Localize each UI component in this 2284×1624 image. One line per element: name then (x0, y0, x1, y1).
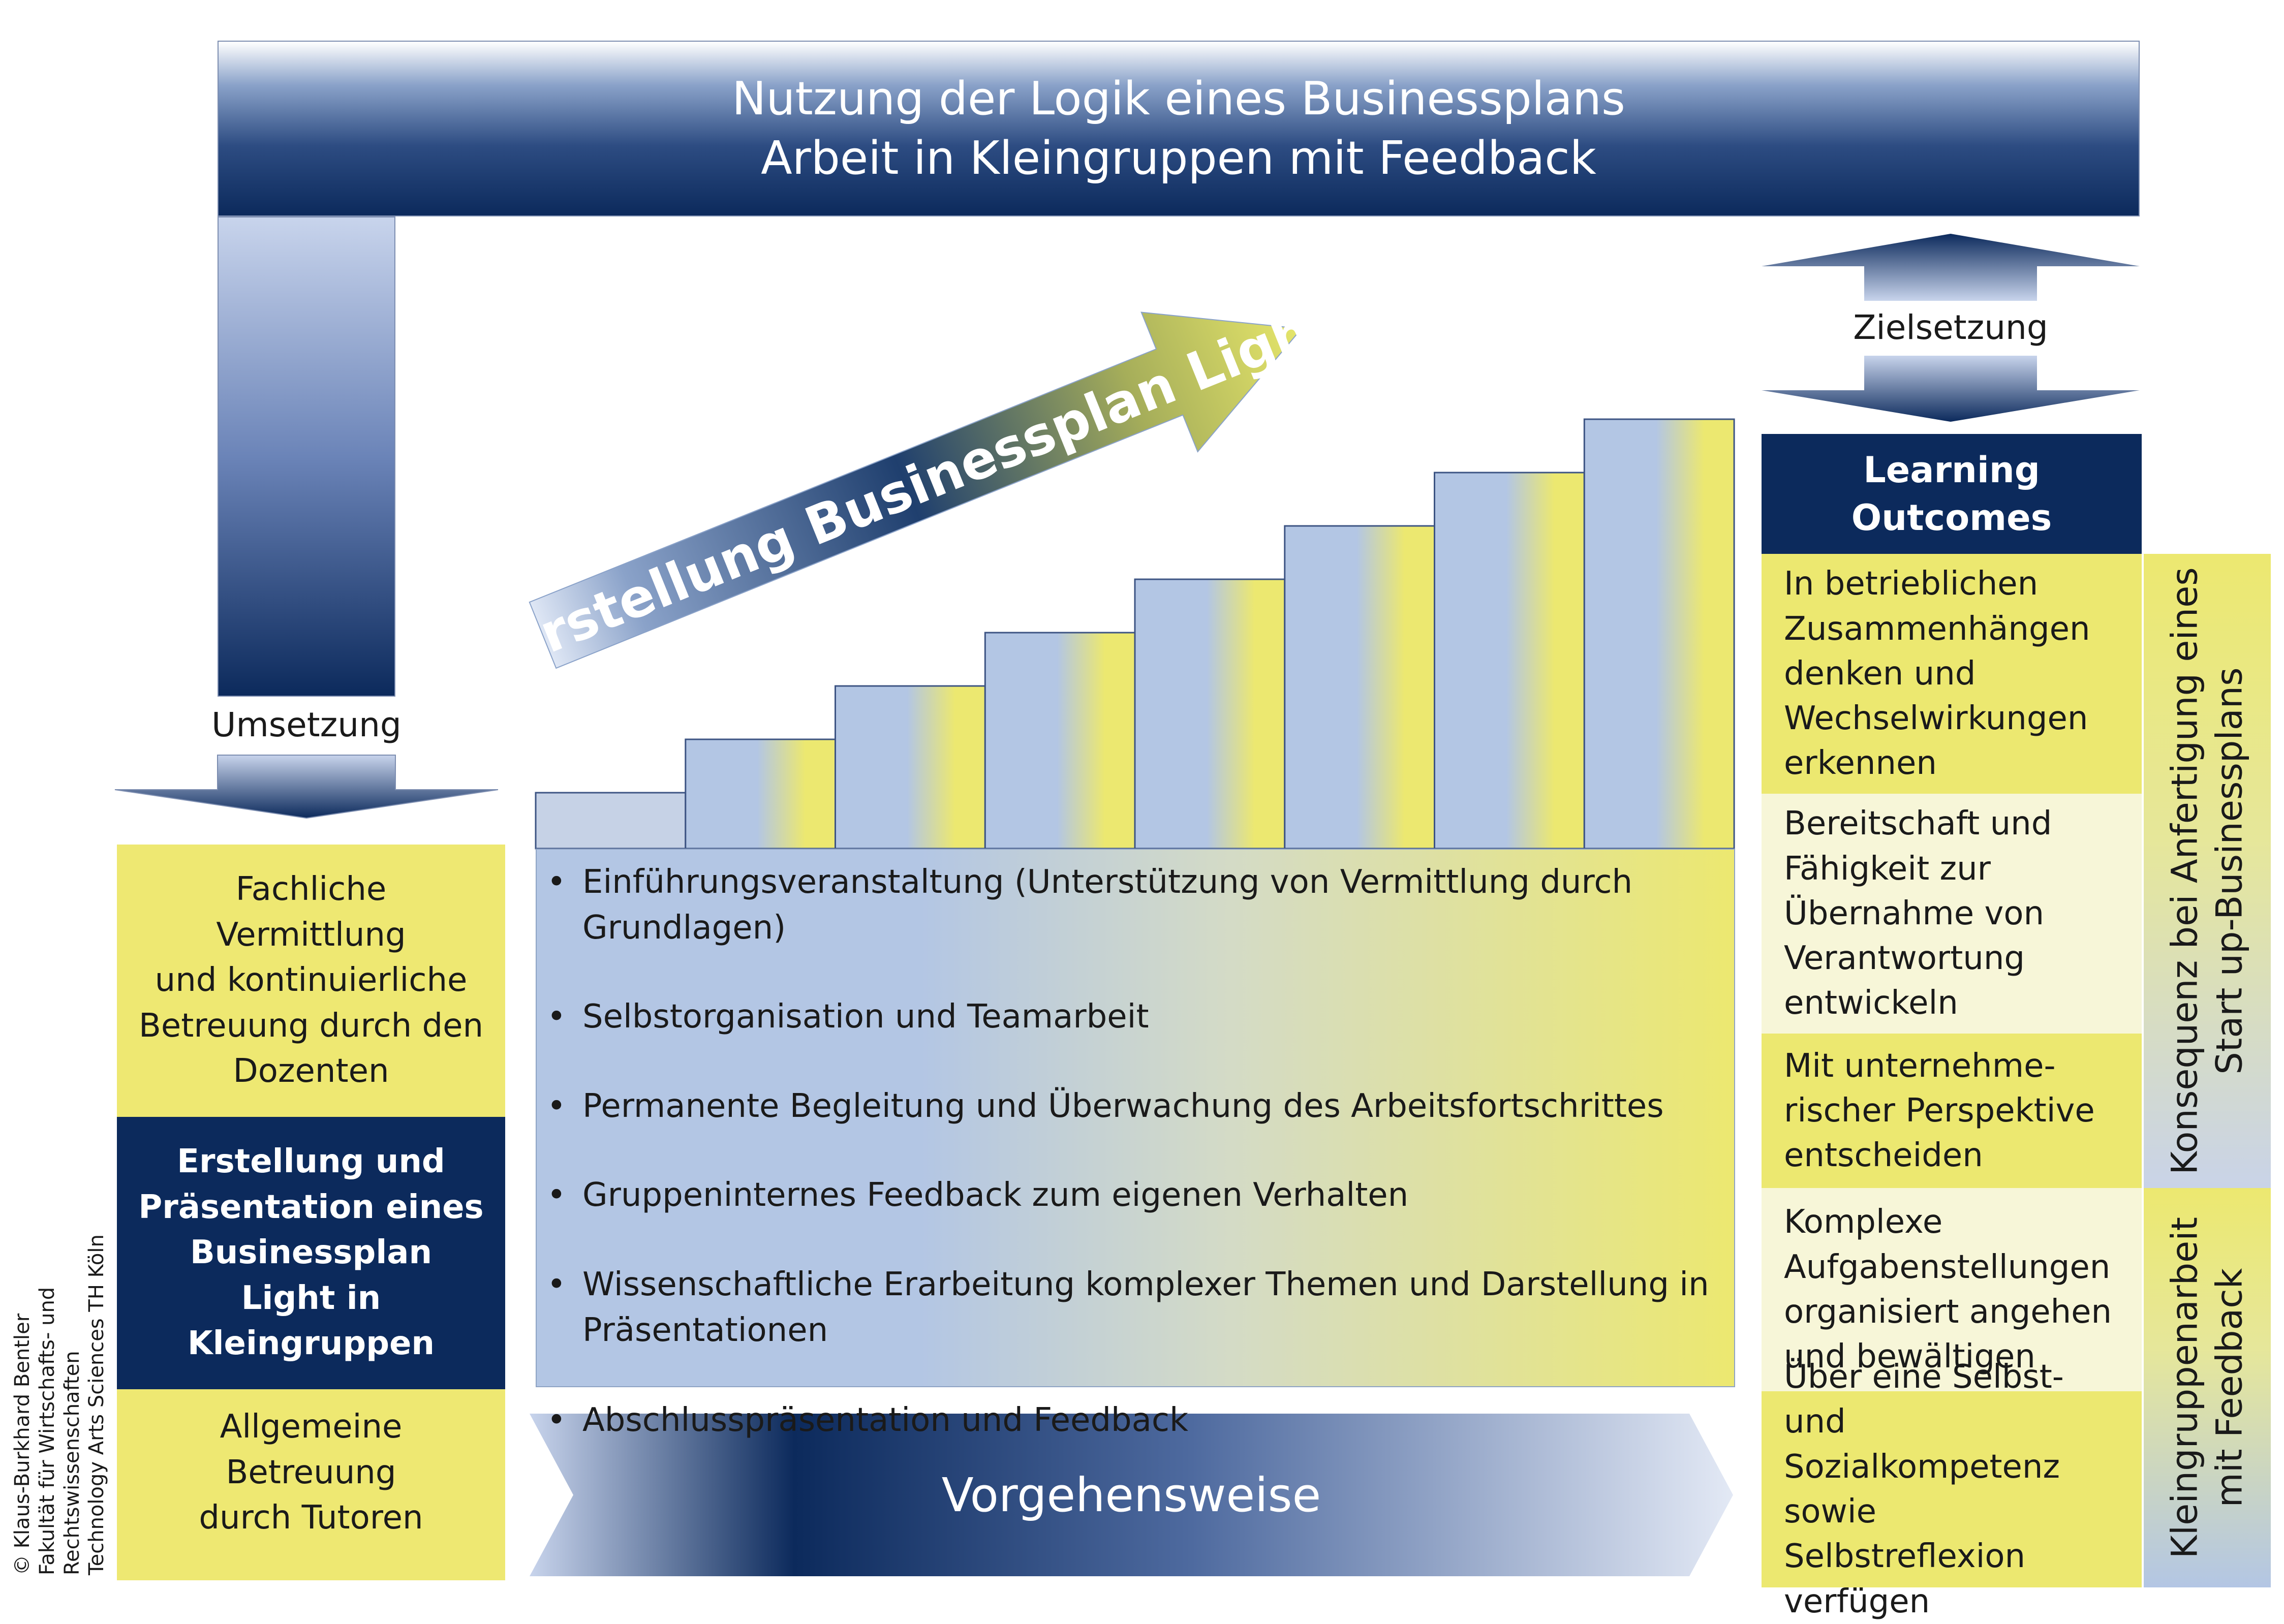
bullet-icon: • (547, 1087, 566, 1125)
stair-step (984, 632, 1136, 850)
stair-step (685, 738, 837, 850)
umsetzung-label: Umsetzung (211, 705, 402, 744)
vorgehensweise-arrow (530, 1414, 1733, 1576)
stair-step (1134, 578, 1286, 850)
diagonal-arrow (529, 311, 1303, 669)
top-banner: Nutzung der Logik eines Businessplans Ar… (218, 41, 2140, 216)
zielsetzung-label: Zielsetzung (1853, 308, 2048, 347)
consequence-side-label: Konsequenz bei Anfertigung eines Start u… (2144, 554, 2271, 1188)
group-presentation-line: Businessplan (190, 1234, 433, 1272)
steps-list: • Einführungsveranstaltung (Unterstützun… (536, 849, 1735, 1439)
bullet-icon: • (547, 863, 566, 901)
list-item: • Einführungsveranstaltung (Unterstützun… (547, 860, 1724, 951)
bullet-icon: • (547, 998, 566, 1036)
learning-outcome-item: Komplexe Aufgabenstellungen organisiert … (1762, 1188, 2142, 1391)
group-presentation-line: Präsentation eines (138, 1188, 484, 1226)
tutor-support-line: Allgemeine Betreuung (220, 1408, 403, 1491)
learning-outcome-item: Bereitschaft und Fähigkeit zur Übernahme… (1762, 794, 2142, 1034)
lecturer-support-line: Betreuung durch den (138, 1007, 484, 1045)
vorgehensweise-label: Vorgehensweise (941, 1467, 1321, 1522)
banner-line-2: Arbeit in Kleingruppen mit Feedback (761, 132, 1596, 185)
group-presentation-box: Erstellung und Präsentation eines Busine… (117, 1117, 505, 1389)
learning-outcome-item: In betrieblichen Zusammenhängen denken u… (1762, 554, 2142, 794)
stair-step (1284, 525, 1436, 850)
bullet-icon: • (547, 1176, 566, 1214)
learning-outcomes-header-line: Learning (1863, 449, 2040, 491)
lecturer-support-line: Dozenten (233, 1052, 389, 1090)
list-item: • Abschlusspräsentation und Feedback (547, 1398, 1724, 1444)
staircase (535, 418, 1735, 850)
zielsetzung-down-arrow (1762, 356, 2140, 422)
bullet-icon: • (547, 1265, 566, 1303)
stair-step (535, 792, 687, 850)
list-item: • Gruppeninternes Feedback zum eigenen V… (547, 1173, 1724, 1219)
group-presentation-line: Erstellung und (177, 1143, 445, 1181)
stair-step (835, 685, 986, 850)
tutor-support-line: durch Tutoren (199, 1499, 423, 1537)
lecturer-support-line: Fachliche Vermittlung (216, 870, 406, 954)
learning-outcome-item: Mit unternehme- rischer Perspektive ents… (1762, 1034, 2142, 1188)
list-item: • Wissenschaftliche Erarbeitung komplexe… (547, 1262, 1724, 1353)
bullet-icon: • (547, 1401, 566, 1440)
zielsetzung-up-arrow (1762, 234, 2140, 301)
tutor-support-box: Allgemeine Betreuung durch Tutoren (117, 1389, 505, 1580)
stair-step (1434, 472, 1585, 850)
list-item: • Permanente Begleitung und Überwachung … (547, 1084, 1724, 1130)
learning-outcome-item: Über eine Selbst- und Sozialkompetenz so… (1762, 1358, 2142, 1620)
stair-step (1583, 418, 1735, 850)
list-item: • Selbstorganisation und Teamarbeit (547, 994, 1724, 1040)
learning-outcomes-header: Learning Outcomes (1762, 434, 2142, 554)
umsetzung-arrow (114, 755, 499, 819)
learning-outcomes-header-line: Outcomes (1851, 497, 2052, 539)
umsetzung-vertical-bar (218, 216, 395, 697)
lecturer-support-box: Fachliche Vermittlung und kontinuierlich… (117, 845, 505, 1117)
lecturer-support-line: und kontinuierliche (155, 961, 468, 1000)
group-work-side-label: Kleingruppenarbeit mit Feedback (2144, 1188, 2271, 1587)
banner-line-1: Nutzung der Logik eines Businessplans (732, 72, 1625, 126)
group-presentation-line: Light in Kleingruppen (188, 1279, 435, 1363)
copyright-note: © Klaus-Burkhard Bentler Fakultät für Wi… (11, 1234, 109, 1575)
